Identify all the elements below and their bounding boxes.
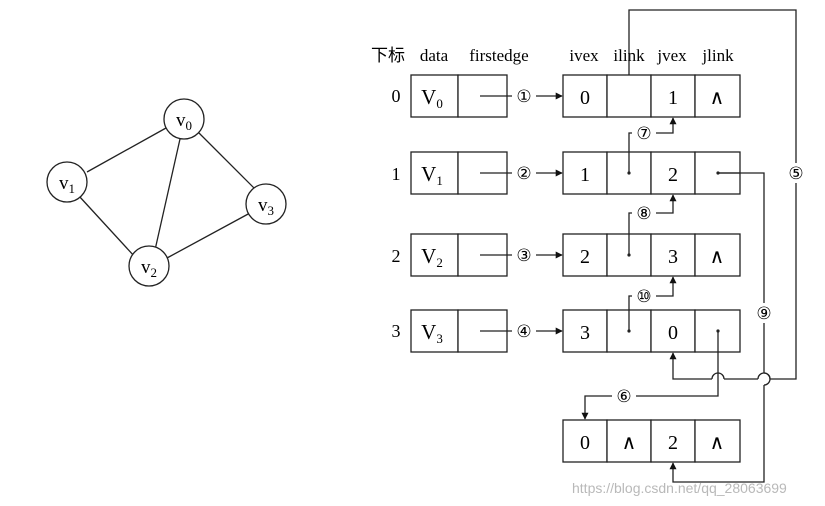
svg-text:⑨: ⑨	[756, 304, 771, 323]
pointer-label-9: ⑨	[752, 303, 776, 323]
pointer-5-end	[669, 352, 712, 380]
jvex-value: 0	[668, 322, 678, 344]
ivex-value: 0	[580, 87, 590, 109]
svg-text:v0: v0	[176, 110, 192, 133]
svg-text:v1: v1	[59, 173, 75, 196]
svg-text:v3: v3	[258, 195, 274, 218]
pointer-label-4: ④	[512, 321, 536, 341]
vertex-base: v	[176, 110, 186, 131]
pointer-origins	[627, 171, 720, 333]
jlink-value: ∧	[710, 246, 725, 268]
vertex-data-base: V	[421, 162, 436, 186]
svg-text:①: ①	[516, 87, 531, 106]
column-headers: 下标 data firstedge ivex ilink jvex jlink	[371, 46, 734, 65]
pointer-label-1: ①	[512, 86, 536, 106]
svg-text:⑥: ⑥	[616, 387, 631, 406]
header-index: 下标	[371, 46, 405, 65]
svg-text:⑦: ⑦	[636, 124, 651, 143]
row-index: 1	[392, 164, 401, 184]
vertex-data-base: V	[421, 85, 436, 109]
vertex-base: v	[59, 173, 69, 194]
vertex-sub: 0	[186, 118, 193, 133]
vertex-base: v	[141, 257, 151, 278]
jvex-value: 2	[668, 432, 678, 454]
graph-edge-v0-v2	[154, 138, 181, 251]
jvex-value: 2	[668, 164, 678, 186]
pointer-label-7: ⑦	[632, 123, 656, 143]
svg-text:③: ③	[516, 246, 531, 265]
vertex-data-sub: 1	[436, 173, 443, 188]
header-ivex: ivex	[569, 46, 599, 65]
pointer-label-2: ②	[512, 163, 536, 183]
pointer-label-5: ⑤	[784, 163, 808, 183]
svg-text:⑧: ⑧	[636, 204, 651, 223]
vertex-data-sub: 3	[436, 331, 443, 346]
edge-node-4: 0 ∧ 2 ∧	[562, 419, 741, 463]
pointer-label-6: ⑥	[612, 386, 636, 406]
ivex-value: 2	[580, 246, 590, 268]
vertex-sub: 1	[69, 181, 76, 196]
graph-edge-v2-v3	[166, 212, 251, 259]
edge-node-3: 3 0	[562, 309, 741, 353]
jvex-value: 1	[668, 87, 678, 109]
pointer-labels: ① ② ③ ④ ⑤ ⑥ ⑦ ⑧	[512, 86, 808, 406]
graph-vertex-v1: v1	[46, 161, 88, 203]
vertex-data-sub: 0	[436, 96, 443, 111]
svg-text:v2: v2	[141, 257, 157, 280]
graph-edge-v0-v3	[196, 130, 257, 191]
graph-vertex-v3: v3	[245, 183, 287, 225]
ilink-value: ∧	[622, 432, 637, 454]
vertex-data-sub: 2	[436, 255, 443, 270]
jlink-value: ∧	[710, 432, 725, 454]
row-index: 2	[392, 246, 401, 266]
header-firstedge: firstedge	[469, 46, 528, 65]
pointer-6-line	[581, 331, 719, 420]
pointer-label-8: ⑧	[632, 203, 656, 223]
vertex-data-base: V	[421, 244, 436, 268]
pointer-5-hop-a	[757, 372, 771, 380]
pointer-9-line-b	[669, 385, 765, 483]
svg-text:V3: V3	[421, 320, 443, 346]
svg-text:V1: V1	[421, 162, 443, 188]
header-jvex: jvex	[656, 46, 687, 65]
svg-text:⑩: ⑩	[636, 287, 651, 306]
ivex-value: 0	[580, 432, 590, 454]
graph-edge-v1-v2	[78, 195, 136, 258]
jlink-value: ∧	[710, 87, 725, 109]
edge-node-1: 1 2	[562, 151, 741, 195]
vertex-data-base: V	[421, 320, 436, 344]
ivex-value: 1	[580, 164, 590, 186]
vertex-base: v	[258, 195, 268, 216]
pointer-label-3: ③	[512, 245, 536, 265]
svg-text:V2: V2	[421, 244, 443, 270]
pointer-5-top	[628, 9, 797, 380]
ivex-value: 3	[580, 322, 590, 344]
svg-text:②: ②	[516, 164, 531, 183]
graph-vertex-v0: v0	[163, 98, 205, 140]
vertex-sub: 2	[151, 265, 158, 280]
vertex-sub: 3	[268, 203, 275, 218]
graph-edge-v0-v1	[86, 127, 167, 173]
svg-text:⑤: ⑤	[788, 164, 803, 183]
graph	[78, 127, 257, 259]
jvex-value: 3	[668, 246, 678, 268]
edge-node-2: 2 3 ∧	[562, 233, 741, 277]
row-index: 3	[392, 321, 401, 341]
svg-text:④: ④	[516, 322, 531, 341]
header-jlink: jlink	[701, 46, 734, 65]
watermark-text: https://blog.csdn.net/qq_28063699	[572, 480, 787, 496]
graph-vertex-v2: v2	[128, 245, 170, 287]
edge-node-0: 0 1 ∧	[562, 74, 741, 118]
pointer-label-10: ⑩	[632, 286, 656, 306]
svg-text:V0: V0	[421, 85, 443, 111]
row-index: 0	[392, 86, 401, 106]
header-data: data	[420, 46, 449, 65]
